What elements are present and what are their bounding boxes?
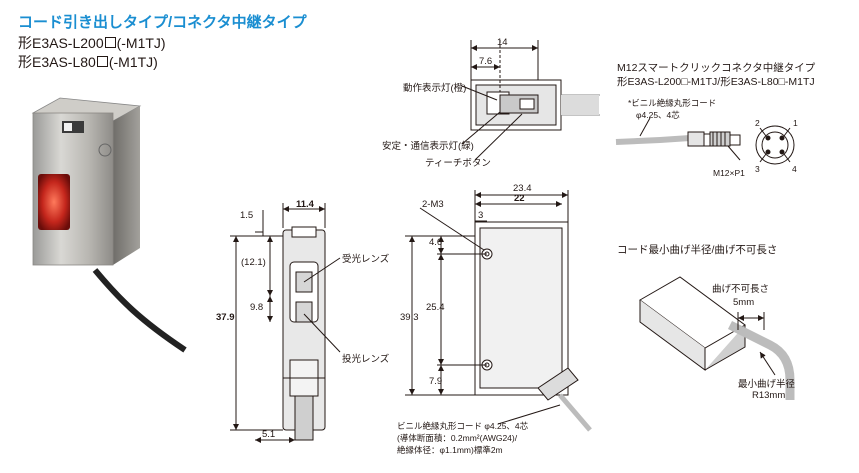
label-receiver-lens: 受光レンズ [342, 254, 390, 265]
cable-note-line-3: 絶縁体径：φ1.1mm)標準2m [397, 445, 503, 455]
label-no-bend: 曲げ不可長さ [712, 284, 770, 295]
value-no-bend: 5mm [733, 297, 755, 308]
label-teach-button: ティーチボタン [425, 158, 491, 169]
dim-front-width: 11.4 [296, 199, 314, 210]
label-side-holes: 2-M3 [422, 199, 444, 210]
cable-note-line-2: (導体断面積：0.2mm²(AWG24)/ [397, 433, 518, 443]
pin-4-label: 4 [792, 164, 797, 174]
side-view [405, 190, 592, 432]
pin-3-label: 3 [755, 164, 760, 174]
label-operation-lamp: 動作表示灯(橙) [403, 83, 467, 94]
model-line-2: 形E3AS-L80(-M1TJ) [18, 54, 158, 70]
dim-side-height: 39.3 [400, 312, 419, 323]
bend-drawing [639, 276, 795, 400]
dim-front-cable: 5.1 [262, 429, 276, 440]
connector-heading-2: 形E3AS-L200□-M1TJ/形E3AS-L80□-M1TJ [617, 76, 815, 88]
dim-top-width: 14 [497, 37, 508, 48]
connector-heading-1: M12スマートクリックコネクタ中継タイプ [617, 62, 816, 74]
connector-cable-spec: φ4.25、4芯 [636, 110, 680, 120]
dim-front-height: 37.9 [216, 312, 235, 323]
value-min-radius: R13mm [752, 390, 786, 401]
placeholder-box-icon [96, 56, 108, 67]
dim-top-offset: 7.6 [479, 56, 493, 67]
dim-side-hole-offset: 3 [478, 210, 484, 221]
connector-drawing [615, 117, 795, 165]
sensor-photo [31, 97, 187, 353]
page-title: コード引き出しタイプ/コネクタ中継タイプ [18, 14, 307, 31]
dim-side-total-width: 23.4 [513, 183, 532, 194]
label-min-radius: 最小曲げ半径 [738, 379, 796, 390]
connector-cable-note: *ビニル絶縁丸形コード [628, 98, 717, 108]
dim-side-hole-top: 4.6 [429, 237, 443, 248]
cable-note-line-1: ビニル絶縁丸形コード φ4.25、4芯 [397, 421, 529, 431]
dim-front-lens-top: (12.1) [241, 257, 266, 268]
dim-side-body-width: 22 [514, 193, 525, 204]
model-line-1: 形E3AS-L200(-M1TJ) [18, 35, 166, 51]
label-emitter-lens: 投光レンズ [342, 354, 390, 365]
front-view [230, 203, 341, 443]
pin-1-label: 1 [793, 118, 798, 128]
label-stability-lamp: 安定・通信表示灯(緑) [382, 141, 474, 152]
pin-2-label: 2 [755, 118, 760, 128]
dim-side-hole-bottom: 7.9 [429, 376, 443, 387]
dim-side-hole-pitch: 25.4 [426, 302, 445, 313]
dim-front-lens-gap: 9.8 [250, 302, 264, 313]
dim-front-top: 1.5 [240, 210, 254, 221]
connector-thread-label: M12×P1 [713, 168, 745, 178]
placeholder-box-icon [104, 37, 116, 48]
bend-heading: コード最小曲げ半径/曲げ不可長さ [617, 244, 778, 256]
top-view [461, 40, 600, 161]
